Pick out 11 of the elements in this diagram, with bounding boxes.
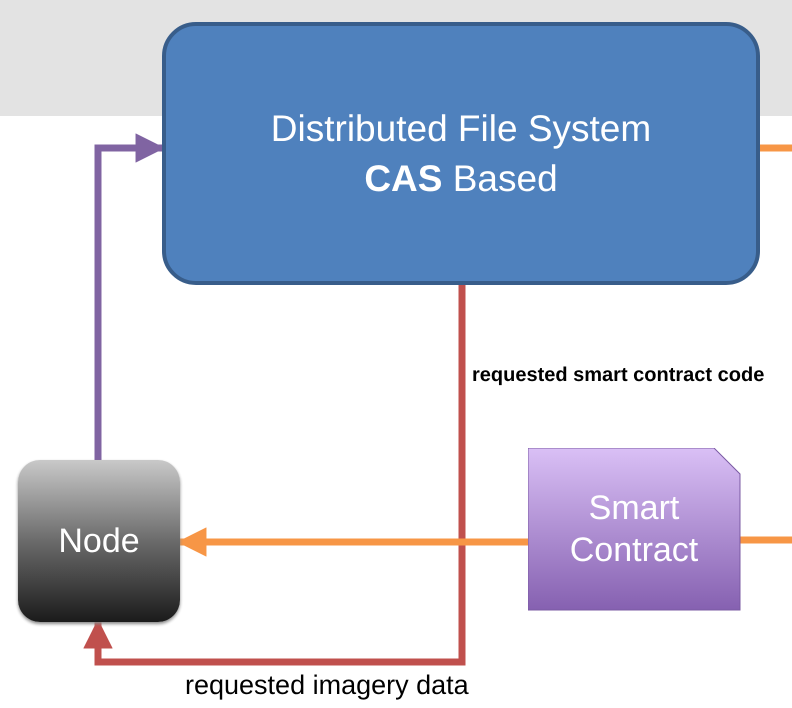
edge-label: requested imagery data bbox=[185, 670, 469, 701]
flow-label: requested smart contract code bbox=[472, 364, 764, 387]
node-label: Distributed File System CAS Based bbox=[270, 106, 652, 200]
arrow bbox=[177, 527, 528, 557]
node-label: Smart Contract bbox=[568, 488, 700, 571]
node-box bbox=[18, 460, 180, 622]
contract-box bbox=[528, 448, 740, 610]
node-label: Node bbox=[58, 522, 140, 560]
arrow bbox=[94, 133, 165, 460]
arrow bbox=[83, 285, 466, 666]
storage-box bbox=[162, 22, 760, 285]
